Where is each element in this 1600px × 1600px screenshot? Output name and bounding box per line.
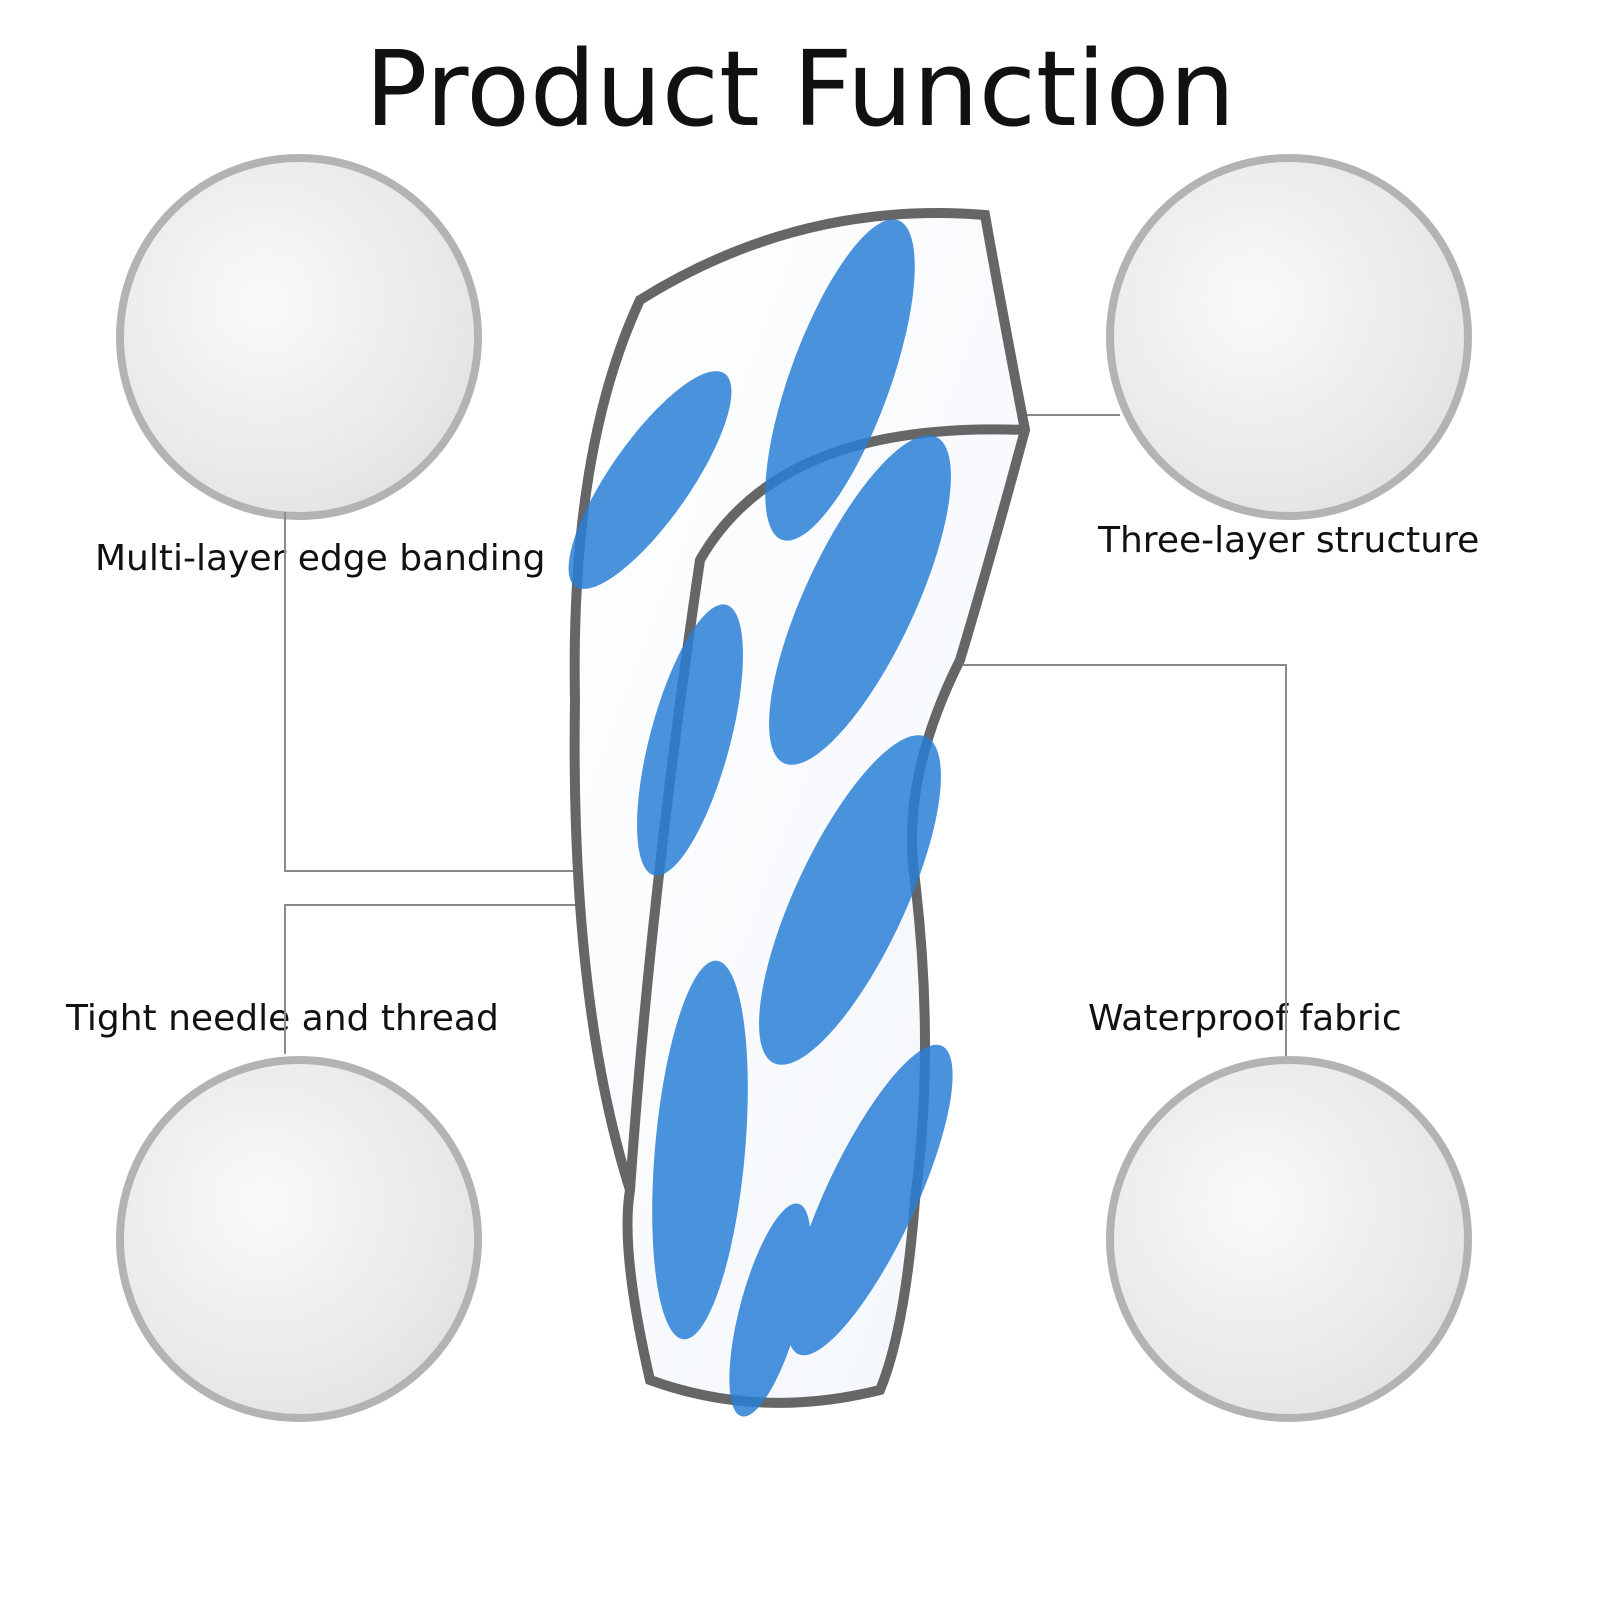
edge-banding-detail-image — [116, 154, 482, 520]
connector-line — [284, 904, 286, 1054]
feature-label: Waterproof fabric — [1088, 998, 1402, 1039]
connector-line — [284, 870, 624, 872]
page-title: Product Function — [364, 28, 1236, 150]
three-layer-detail-image — [1106, 154, 1472, 520]
feature-label: Three-layer structure — [1098, 520, 1480, 561]
feature-label: Tight needle and thread — [66, 998, 499, 1039]
connector-line — [284, 904, 624, 906]
stitching-detail-image — [116, 1056, 482, 1422]
waterproof-detail-image — [1106, 1056, 1472, 1422]
feature-label: Multi-layer edge banding — [95, 538, 546, 579]
connector-line — [284, 512, 286, 872]
connector-line — [900, 664, 1286, 666]
connector-line — [1285, 664, 1287, 1056]
connector-line — [1020, 414, 1120, 416]
